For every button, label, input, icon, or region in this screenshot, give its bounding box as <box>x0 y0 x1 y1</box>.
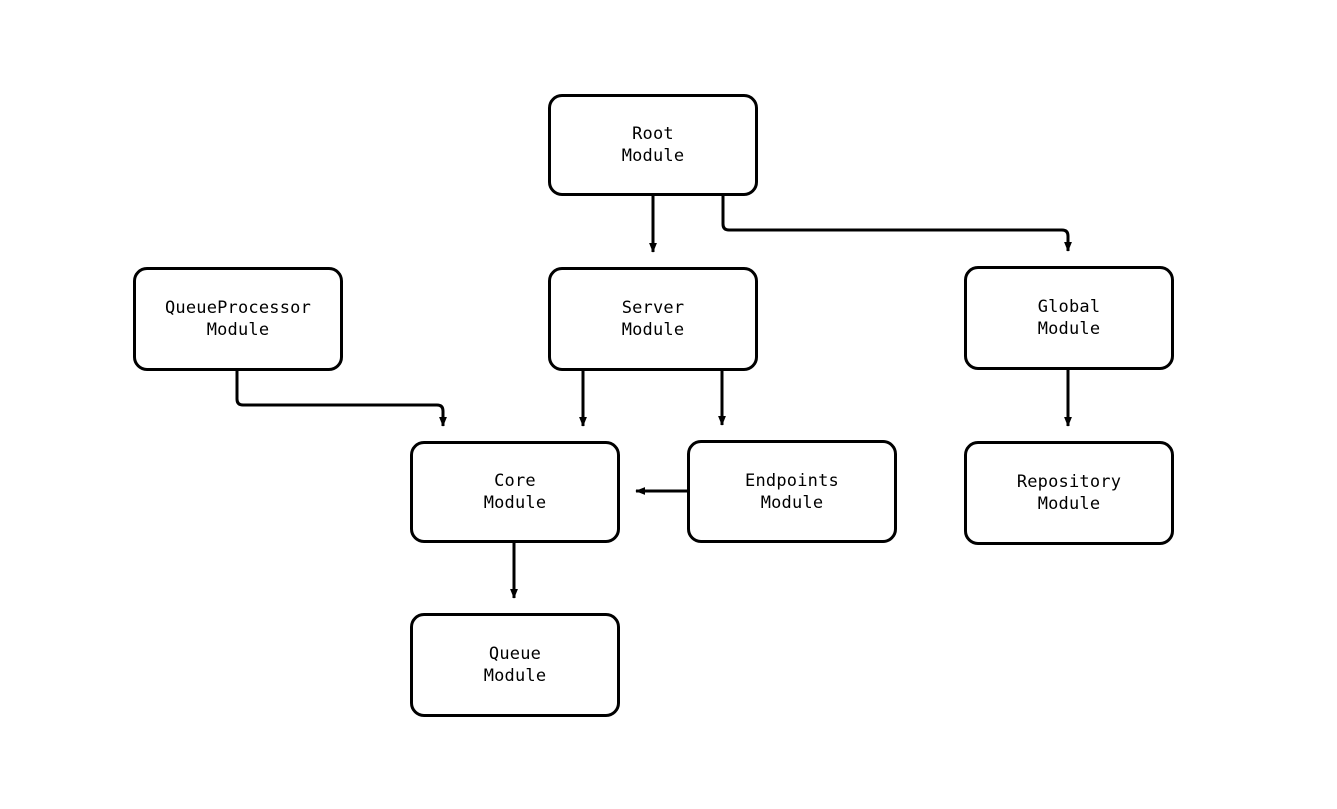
node-server-module-suffix: Module <box>621 320 685 340</box>
edge-queueprocessor-to-core <box>235 371 447 427</box>
node-queue-module-suffix: Module <box>483 666 547 686</box>
node-root-module-suffix: Module <box>621 146 685 166</box>
node-repository-module-suffix: Module <box>1037 494 1101 514</box>
node-global-module-name: Global <box>1037 297 1101 317</box>
node-core-module-suffix: Module <box>483 493 547 513</box>
node-global-module-suffix: Module <box>1037 319 1101 339</box>
node-queue-module-name: Queue <box>488 644 542 664</box>
node-server-module-name: Server <box>621 298 685 318</box>
node-core-module-name: Core <box>494 471 536 491</box>
node-root-module-name: Root <box>632 124 674 144</box>
edge-root-to-global <box>721 196 1072 252</box>
node-endpoints-module-suffix: Module <box>760 492 824 513</box>
node-queueprocessor-module-suffix: Module <box>206 320 270 340</box>
node-queueprocessor-module-name: QueueProcessor <box>164 298 312 318</box>
node-repository-module-name: Repository <box>1016 472 1122 492</box>
node-endpoints-module-name: Endpoints <box>745 470 839 491</box>
